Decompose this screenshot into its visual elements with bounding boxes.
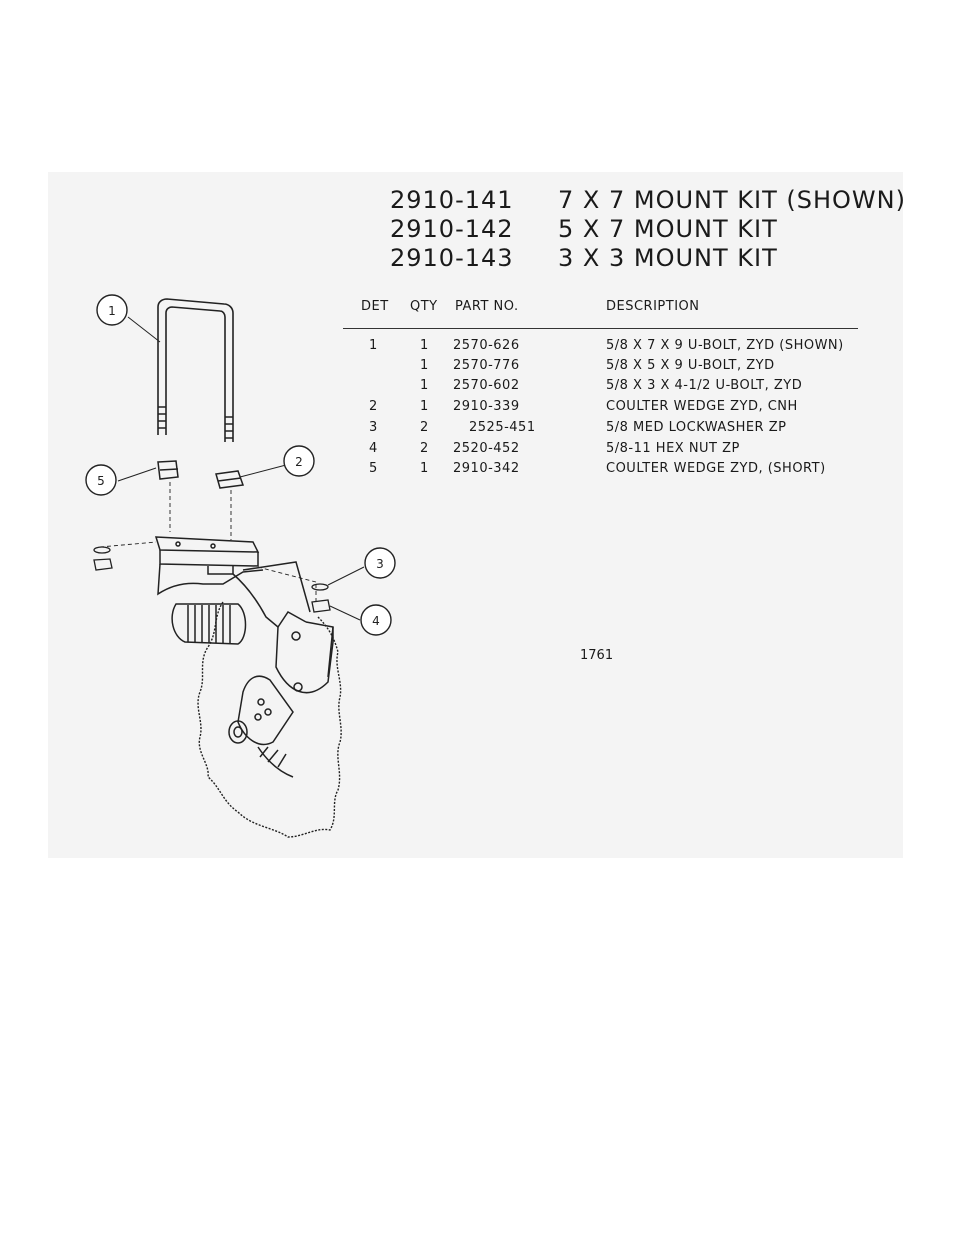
cell-part: 2520-452 bbox=[453, 441, 520, 456]
u-bolt bbox=[157, 298, 234, 442]
cell-part: 2910-342 bbox=[453, 461, 520, 476]
cell-det: 4 bbox=[369, 441, 378, 456]
cell-qty: 1 bbox=[420, 358, 429, 373]
cell-part: 2570-602 bbox=[453, 378, 520, 393]
callout-4 bbox=[360, 604, 392, 636]
kit-description: 7 X 7 MOUNT KIT (SHOWN) bbox=[558, 186, 906, 214]
callout-label: 1 bbox=[108, 304, 116, 318]
cell-desc: 5/8 X 5 X 9 U-BOLT, ZYD bbox=[606, 358, 775, 373]
callout-3 bbox=[364, 547, 396, 579]
callout-2 bbox=[283, 445, 315, 477]
spring bbox=[171, 603, 247, 645]
callout-5 bbox=[85, 464, 117, 496]
cell-det: 5 bbox=[369, 461, 378, 476]
cell-qty: 1 bbox=[420, 399, 429, 414]
callout-label: 5 bbox=[97, 474, 105, 488]
kit-part-number: 2910-141 bbox=[390, 186, 514, 214]
parts-sheet: 2910-141 7 X 7 MOUNT KIT (SHOWN) 2910-14… bbox=[48, 172, 906, 858]
cell-desc: 5/8-11 HEX NUT ZP bbox=[606, 441, 740, 456]
cell-qty: 1 bbox=[420, 461, 429, 476]
kit-description: 5 X 7 MOUNT KIT bbox=[558, 215, 778, 243]
cell-part: 2910-339 bbox=[453, 399, 520, 414]
cell-qty: 2 bbox=[420, 441, 429, 456]
callout-label: 2 bbox=[295, 455, 303, 469]
cell-desc: 5/8 X 3 X 4-1/2 U-BOLT, ZYD bbox=[606, 378, 803, 393]
header-description: DESCRIPTION bbox=[606, 299, 700, 314]
header-qty: QTY bbox=[410, 299, 438, 314]
cell-part: 2525-451 bbox=[469, 420, 536, 435]
kit-part-number: 2910-142 bbox=[390, 215, 514, 243]
cell-part: 2570-776 bbox=[453, 358, 520, 373]
coulter-disc bbox=[197, 601, 342, 838]
mount-plate bbox=[154, 536, 260, 575]
cell-qty: 2 bbox=[420, 420, 429, 435]
hub-assembly bbox=[228, 675, 294, 778]
cell-det: 1 bbox=[369, 338, 378, 353]
header-rule bbox=[343, 328, 858, 329]
kit-part-number: 2910-143 bbox=[390, 244, 514, 272]
assembly-lines bbox=[99, 482, 317, 602]
kit-description: 3 X 3 MOUNT KIT bbox=[558, 244, 778, 272]
cell-desc: 5/8 MED LOCKWASHER ZP bbox=[606, 420, 787, 435]
wedge-long bbox=[215, 470, 245, 489]
cell-part: 2570-626 bbox=[453, 338, 520, 353]
cell-qty: 1 bbox=[420, 338, 429, 353]
left-nut bbox=[93, 558, 113, 571]
cell-desc: COULTER WEDGE ZYD, (SHORT) bbox=[606, 461, 826, 476]
drawing-number: 1761 bbox=[580, 648, 614, 663]
callout-label: 3 bbox=[376, 557, 384, 571]
header-det: DET bbox=[361, 299, 389, 314]
cell-det: 2 bbox=[369, 399, 378, 414]
cell-desc: COULTER WEDGE ZYD, CNH bbox=[606, 399, 798, 414]
right-washer bbox=[311, 583, 329, 591]
callout-1 bbox=[96, 294, 128, 326]
header-part-no: PART NO. bbox=[455, 299, 519, 314]
assembly-drawing: 1 2 3 4 5 bbox=[85, 294, 396, 838]
left-washer bbox=[93, 546, 111, 554]
leader-lines bbox=[117, 316, 365, 621]
wedge-short bbox=[157, 460, 179, 480]
cell-qty: 1 bbox=[420, 378, 429, 393]
right-nut bbox=[311, 599, 331, 613]
callout-label: 4 bbox=[372, 614, 380, 628]
cell-desc: 5/8 X 7 X 9 U-BOLT, ZYD (SHOWN) bbox=[606, 338, 844, 353]
cell-det: 3 bbox=[369, 420, 378, 435]
